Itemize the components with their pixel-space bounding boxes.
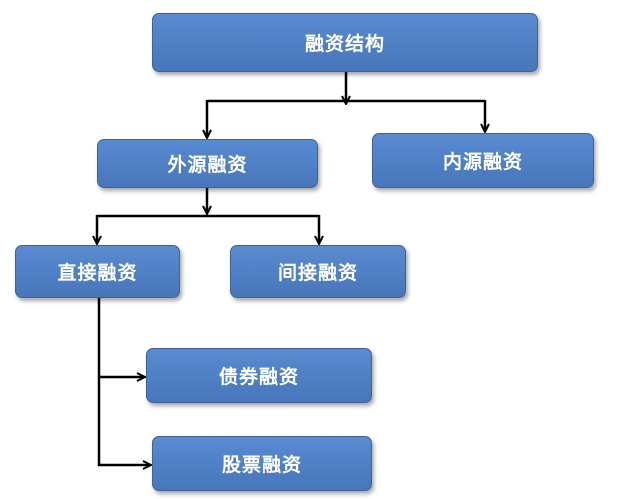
node-bond-financing: 债券融资 — [146, 348, 372, 403]
node-financing-structure: 融资结构 — [152, 13, 538, 72]
node-internal-financing: 内源融资 — [372, 133, 594, 188]
node-label: 股票融资 — [221, 454, 302, 476]
node-label: 内源融资 — [442, 151, 523, 173]
node-stock-financing: 股票融资 — [152, 436, 372, 491]
node-label: 债券融资 — [218, 366, 299, 388]
node-label: 外源融资 — [167, 154, 248, 176]
node-indirect-financing: 间接融资 — [230, 245, 406, 298]
node-label: 间接融资 — [277, 262, 358, 284]
node-external-financing: 外源融资 — [97, 139, 318, 188]
node-direct-financing: 直接融资 — [15, 245, 180, 298]
node-label: 融资结构 — [304, 33, 385, 55]
node-label: 直接融资 — [57, 262, 138, 284]
